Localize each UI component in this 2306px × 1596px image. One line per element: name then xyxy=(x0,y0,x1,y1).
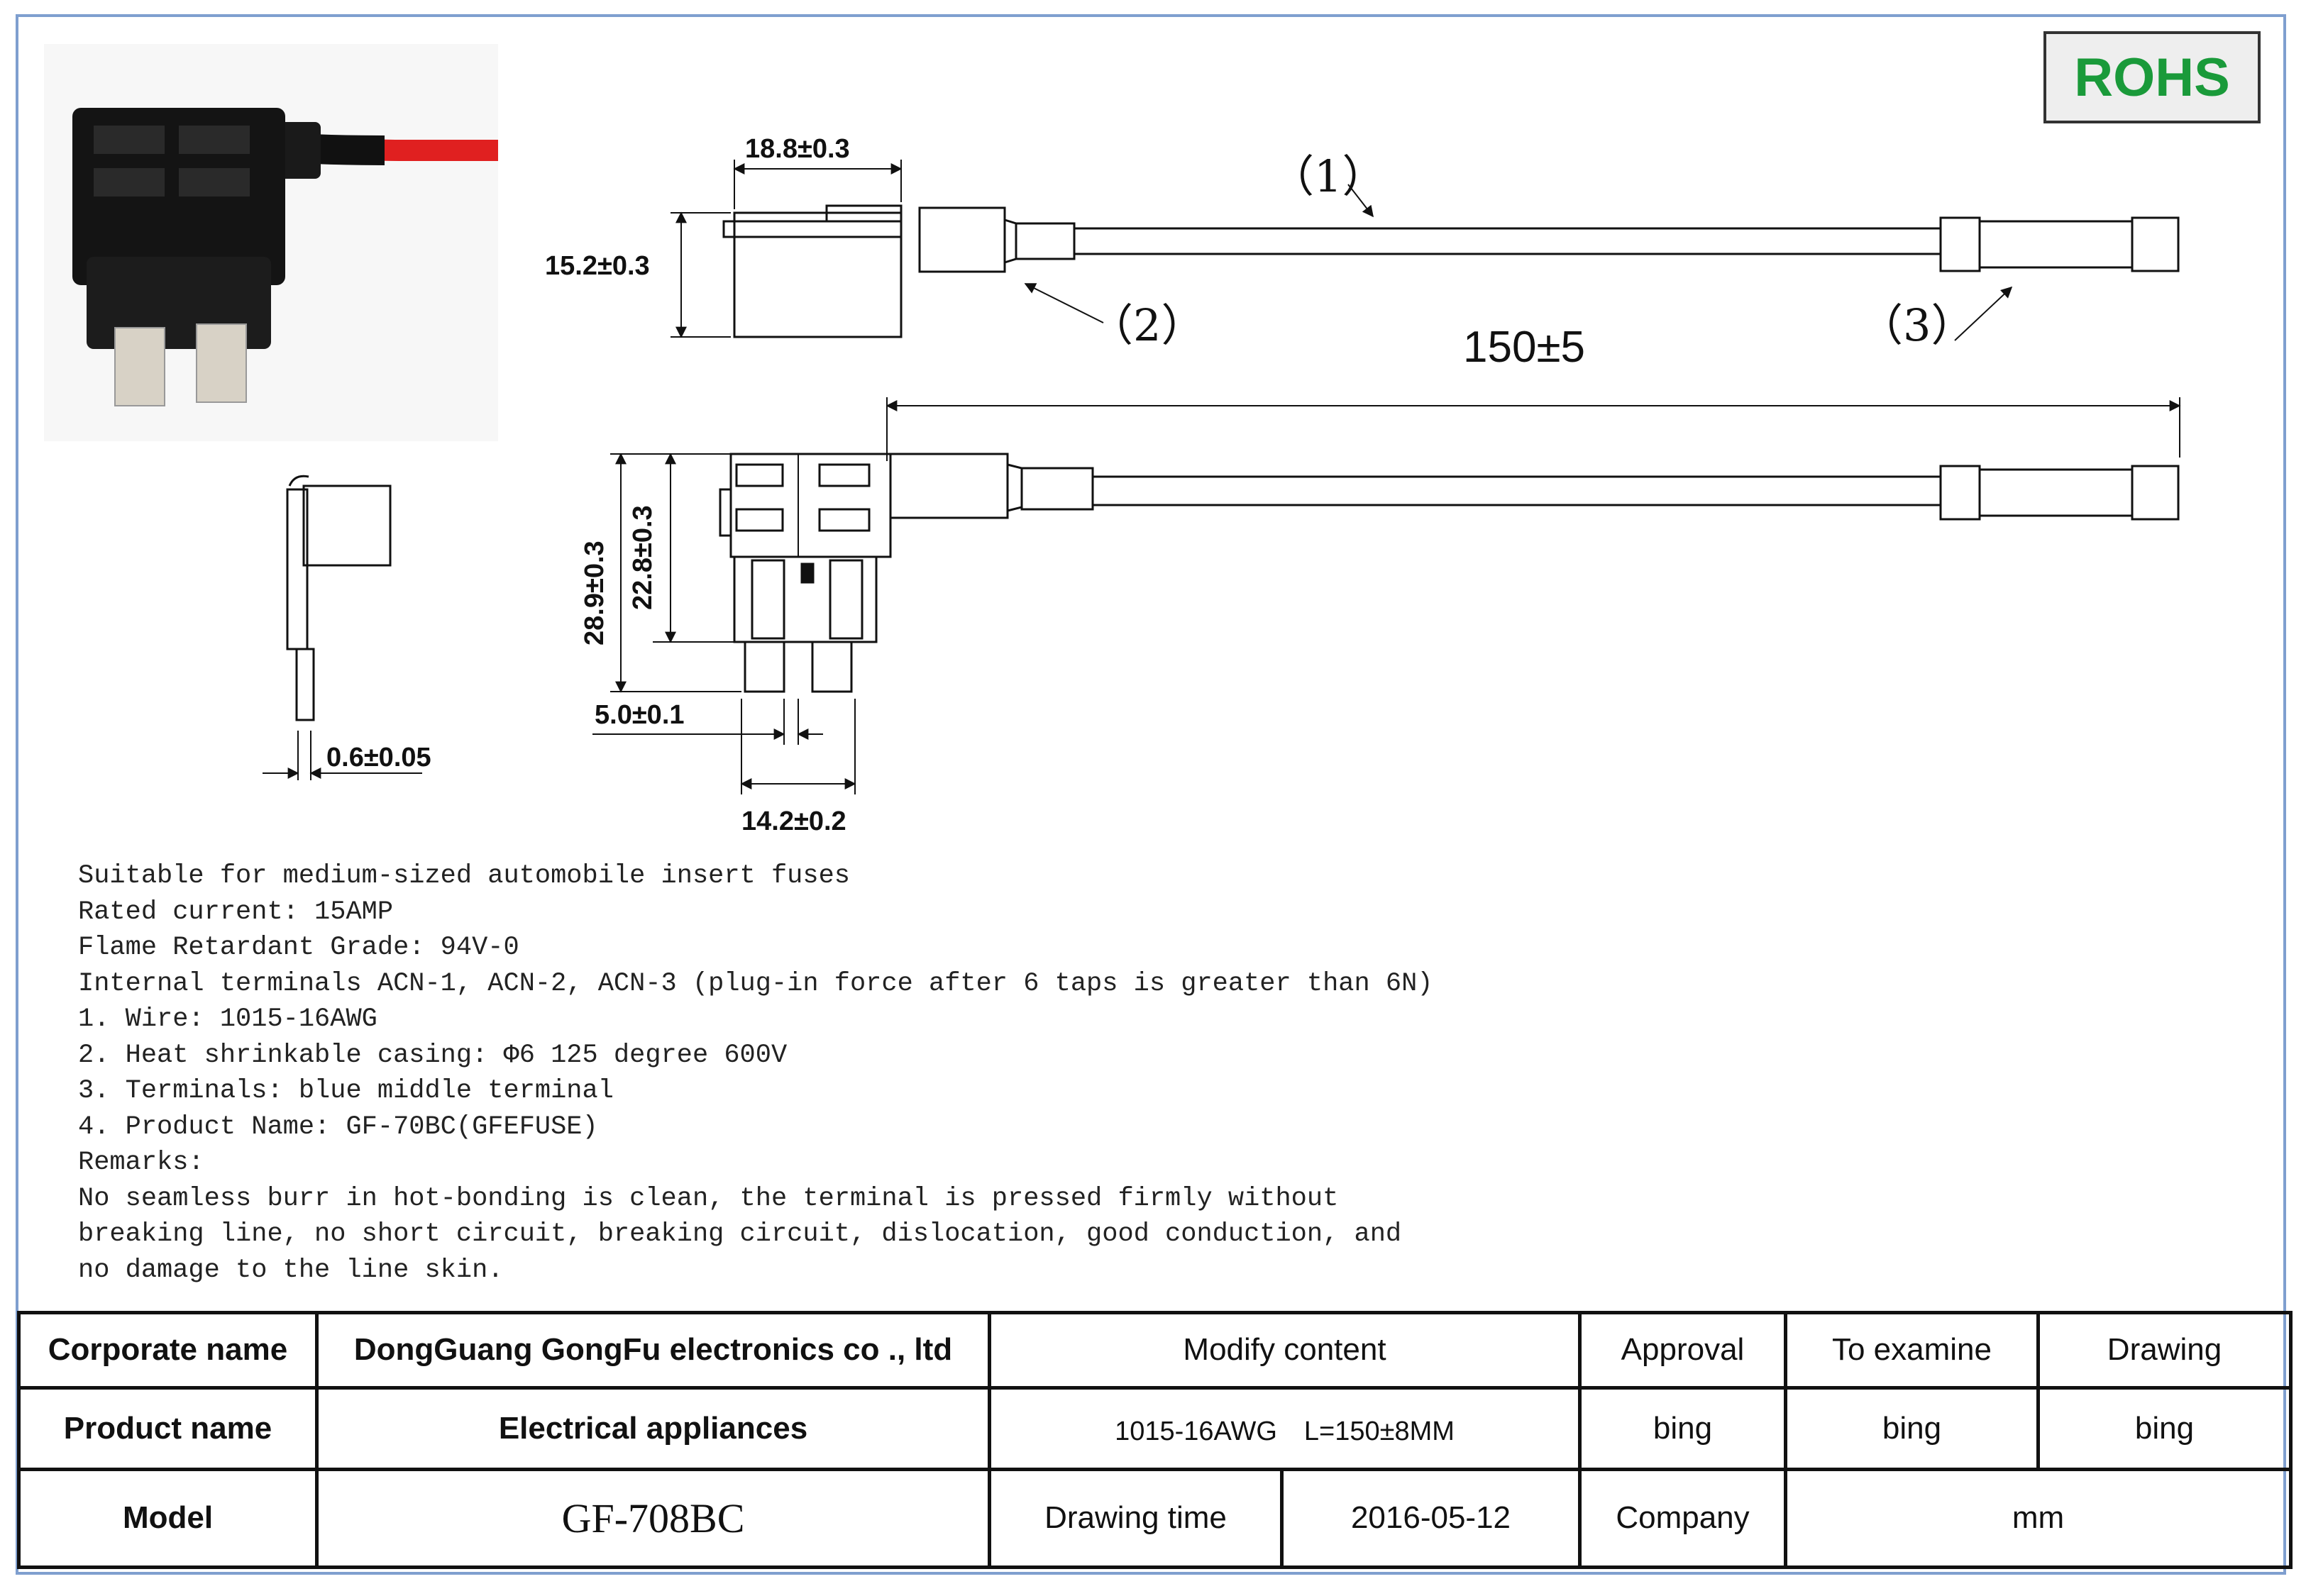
side-view xyxy=(592,397,2181,794)
callout-2: （2） xyxy=(1089,299,1205,351)
model-value: GF-708BC xyxy=(315,1467,991,1570)
top-view xyxy=(671,160,2180,341)
note-line: Flame Retardant Grade: 94V-0 xyxy=(78,933,519,963)
note-line: Remarks: xyxy=(78,1148,204,1177)
product-value: Electrical appliances xyxy=(315,1385,991,1471)
dim-blade-pitch: 5.0±0.1 xyxy=(595,700,685,730)
company-label: Company xyxy=(1578,1467,1787,1570)
note-line: No seamless burr in hot-bonding is clean… xyxy=(78,1183,1339,1214)
modify-label: Modify content xyxy=(988,1311,1582,1390)
note-line: no damage to the line skin. xyxy=(78,1255,504,1285)
blade-side-view xyxy=(263,475,422,780)
dim-total-height: 28.9±0.3 xyxy=(580,541,609,645)
note-line: 1. Wire: 1015-16AWG xyxy=(78,1004,377,1034)
company-value: mm xyxy=(1784,1467,2293,1570)
title-block: Corporate name DongGuang GongFu electron… xyxy=(17,1311,2293,1570)
examine-label: To examine xyxy=(1784,1311,2040,1390)
callout-1: （1） xyxy=(1270,150,1386,202)
callout-3: （3） xyxy=(1859,299,1975,351)
drawing-time-label: Drawing time xyxy=(988,1467,1284,1570)
rohs-badge: ROHS xyxy=(2043,31,2261,123)
spec-notes: Suitable for medium-sized automobile ins… xyxy=(78,858,1433,1288)
note-line: Suitable for medium-sized automobile ins… xyxy=(78,861,850,891)
dim-blade-thickness: 0.6±0.05 xyxy=(326,743,431,772)
dim-body-width: 18.8±0.3 xyxy=(745,134,850,164)
dim-body-height: 15.2±0.3 xyxy=(545,251,650,281)
dim-body-height-2: 22.8±0.3 xyxy=(628,505,658,610)
approval-label: Approval xyxy=(1578,1311,1787,1390)
examine-value: bing xyxy=(1784,1385,2040,1471)
note-line: 4. Product Name: GF-70BC(GFEFUSE) xyxy=(78,1112,598,1142)
note-line: Internal terminals ACN-1, ACN-2, ACN-3 (… xyxy=(78,968,1433,999)
note-line: Rated current: 15AMP xyxy=(78,897,394,927)
note-line: 3. Terminals: blue middle terminal xyxy=(78,1076,614,1106)
dimension-labels: 18.8±0.3 15.2±0.3 150±5 28.9±0.3 22.8±0.… xyxy=(326,134,1975,836)
corporate-label: Corporate name xyxy=(17,1311,319,1390)
technical-drawing: 18.8±0.3 15.2±0.3 150±5 28.9±0.3 22.8±0.… xyxy=(263,134,2181,836)
approval-value: bing xyxy=(1578,1385,1787,1471)
product-label: Product name xyxy=(17,1385,319,1471)
drawing-frame xyxy=(16,14,2286,1575)
dim-length: 150±5 xyxy=(1463,323,1585,372)
model-label: Model xyxy=(17,1467,319,1570)
drawing-time-value: 2016-05-12 xyxy=(1280,1467,1582,1570)
modify-value: 1015-16AWG L=150±8MM xyxy=(988,1385,1582,1471)
corporate-value: DongGuang GongFu electronics co ., ltd xyxy=(315,1311,991,1390)
dim-overall-width: 14.2±0.2 xyxy=(741,807,846,836)
drawing-label: Drawing xyxy=(2036,1311,2293,1390)
note-line: breaking line, no short circuit, breakin… xyxy=(78,1219,1402,1249)
note-line: 2. Heat shrinkable casing: Φ6 125 degree… xyxy=(78,1040,788,1070)
drawing-value: bing xyxy=(2036,1385,2293,1471)
product-photo xyxy=(44,44,498,441)
